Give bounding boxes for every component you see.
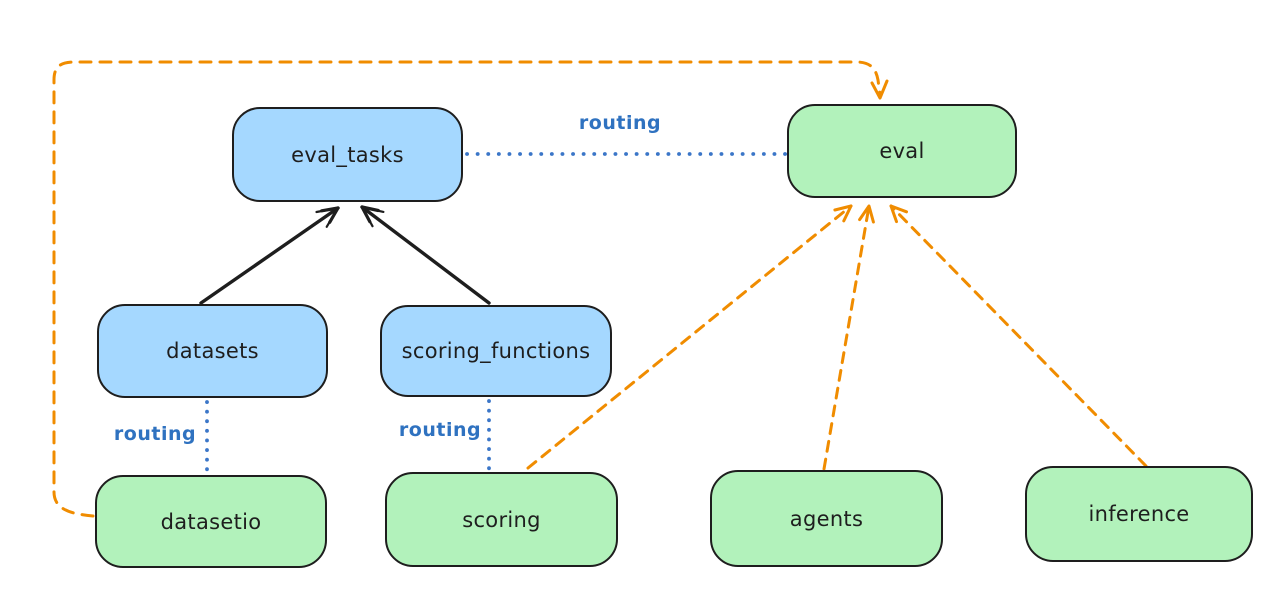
edge-agents-eval-line (822, 204, 871, 471)
node-scoring-functions-label: scoring_functions (401, 339, 591, 363)
edge-inference-eval-line (889, 204, 1148, 468)
edge-datasets-evaltasks-line (199, 206, 340, 305)
node-datasetio: datasetio (95, 475, 327, 568)
edge-scoring-eval-arrowhead (833, 204, 853, 223)
node-agents-label: agents (789, 506, 864, 531)
edge-scoringfunctions-evaltasks-arrowhead-sketch (360, 205, 385, 228)
node-eval-label: eval (879, 139, 925, 163)
routing-label-scoringfunctions-scoring: routing (398, 419, 482, 441)
node-scoring-functions: scoring_functions (380, 305, 612, 397)
node-inference: inference (1025, 466, 1253, 562)
node-inference-label: inference (1088, 502, 1190, 526)
edge-datasetio-eval-line (52, 60, 882, 518)
node-eval: eval (787, 104, 1017, 198)
edge-agents-eval-arrowhead (858, 204, 875, 224)
node-scoring-label: scoring (462, 507, 541, 532)
node-eval-tasks: eval_tasks (232, 107, 463, 202)
edge-datasets-evaltasks-arrowhead-sketch (315, 206, 340, 228)
node-datasets-label: datasets (166, 339, 259, 363)
node-datasetio-label: datasetio (160, 509, 262, 534)
node-agents: agents (710, 470, 943, 567)
node-eval-tasks-label: eval_tasks (291, 142, 404, 167)
routing-label-evaltasks-eval: routing (578, 112, 662, 134)
node-scoring: scoring (385, 472, 618, 567)
edge-scoring-eval-line (526, 204, 853, 470)
edge-datasetio-eval-arrowhead (870, 79, 889, 100)
routing-label-datasets-datasetio: routing (113, 423, 197, 445)
edge-inference-eval-arrowhead (889, 204, 908, 224)
node-datasets: datasets (97, 304, 328, 398)
edge-scoringfunctions-evaltasks-line (360, 205, 491, 305)
